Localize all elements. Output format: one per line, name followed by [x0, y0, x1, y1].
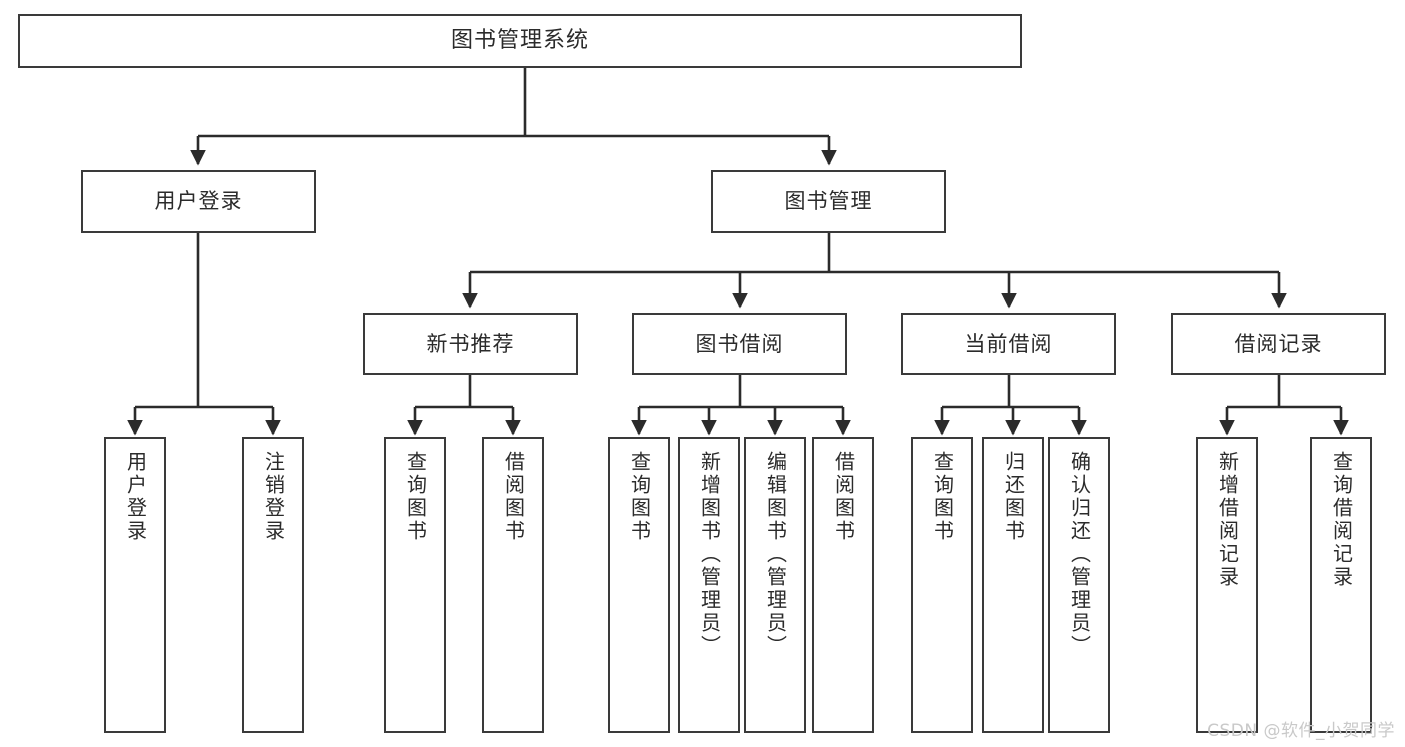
node-label: 新增借阅记录	[1215, 451, 1240, 589]
node-label: 确认归还（管理员）	[1067, 451, 1092, 658]
node-label: 查询图书	[627, 451, 652, 543]
leaf-borrow-borrow-book[interactable]: 借阅图书	[812, 437, 874, 733]
node-label: 借阅图书	[831, 451, 856, 543]
node-user-login[interactable]: 用户登录	[81, 170, 316, 233]
node-label: 注销登录	[261, 451, 286, 543]
node-label: 借阅记录	[1234, 331, 1323, 356]
node-label: 用户登录	[154, 189, 243, 214]
node-borrow-record[interactable]: 借阅记录	[1171, 313, 1386, 375]
node-root-system[interactable]: 图书管理系统	[18, 14, 1022, 68]
node-label: 查询图书	[930, 451, 955, 543]
leaf-user-login-logout[interactable]: 注销登录	[242, 437, 304, 733]
leaf-borrow-add-book[interactable]: 新增图书（管理员）	[678, 437, 740, 733]
node-label: 当前借阅	[964, 331, 1053, 356]
node-label: 查询借阅记录	[1329, 451, 1354, 589]
leaf-current-confirm-return[interactable]: 确认归还（管理员）	[1048, 437, 1110, 733]
leaf-recommend-borrow-book[interactable]: 借阅图书	[482, 437, 544, 733]
node-current-borrow[interactable]: 当前借阅	[901, 313, 1116, 375]
node-label: 新书推荐	[426, 331, 515, 356]
node-label: 借阅图书	[501, 451, 526, 543]
leaf-record-add-record[interactable]: 新增借阅记录	[1196, 437, 1258, 733]
leaf-current-query-book[interactable]: 查询图书	[911, 437, 973, 733]
leaf-borrow-query-book[interactable]: 查询图书	[608, 437, 670, 733]
node-label: 用户登录	[123, 451, 148, 543]
node-new-book-recommend[interactable]: 新书推荐	[363, 313, 578, 375]
leaf-current-return-book[interactable]: 归还图书	[982, 437, 1044, 733]
node-book-management[interactable]: 图书管理	[711, 170, 946, 233]
leaf-user-login-login[interactable]: 用户登录	[104, 437, 166, 733]
leaf-borrow-edit-book[interactable]: 编辑图书（管理员）	[744, 437, 806, 733]
node-label: 图书借阅	[695, 331, 784, 356]
node-label: 图书管理	[784, 189, 873, 214]
node-label: 图书管理系统	[450, 28, 589, 54]
node-label: 新增图书（管理员）	[697, 451, 722, 658]
node-label: 编辑图书（管理员）	[763, 451, 788, 658]
node-label: 查询图书	[403, 451, 428, 543]
node-label: 归还图书	[1001, 451, 1026, 543]
leaf-recommend-query-book[interactable]: 查询图书	[384, 437, 446, 733]
leaf-record-query-record[interactable]: 查询借阅记录	[1310, 437, 1372, 733]
csdn-watermark: CSDN @软件_小贺同学	[1207, 721, 1395, 741]
node-book-borrow[interactable]: 图书借阅	[632, 313, 847, 375]
